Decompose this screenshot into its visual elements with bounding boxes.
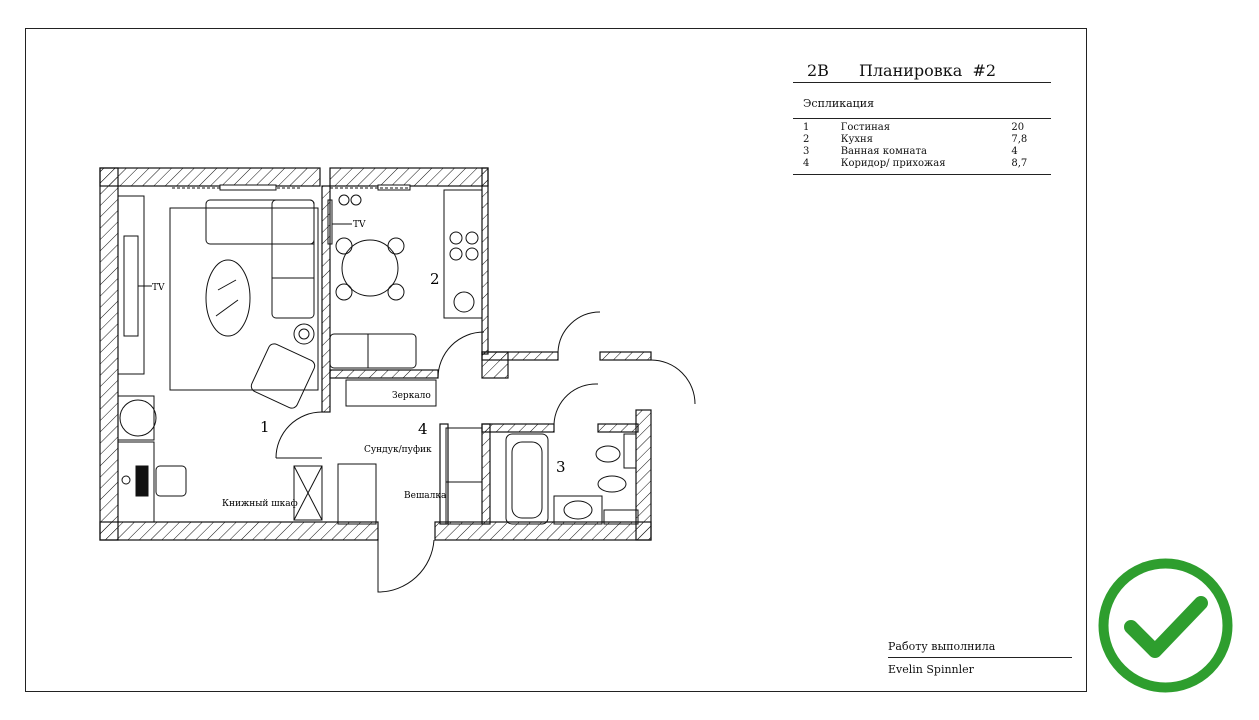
label-tv-left: TV [152, 283, 165, 293]
explication-row: 1 Гостиная 20 [803, 122, 1025, 133]
room-number-4: 4 [418, 420, 428, 438]
signature-line [888, 657, 1072, 658]
title-row: 2В Планировка #2 [793, 58, 1051, 80]
living-room-furniture [117, 195, 323, 523]
signature-author: Evelin Spinnler [888, 663, 974, 676]
signature-label: Работу выполнила [888, 640, 996, 653]
title-underline [793, 82, 1051, 83]
signature-block: Работу выполнила Evelin Spinnler [888, 640, 1072, 676]
label-chest: Сундук/пуфик [364, 445, 432, 455]
room-number-3: 3 [556, 458, 566, 476]
label-mirror: Зеркало [392, 391, 431, 401]
windows [172, 184, 411, 191]
explication-row: 4 Коридор/ прихожая 8,7 [803, 158, 1028, 169]
plan-code: 2В [807, 61, 829, 80]
label-bookcase: Книжный шкаф [222, 499, 298, 509]
explication-label: Эспликация [803, 97, 875, 110]
kitchen-furniture [327, 189, 483, 407]
explication-table: 1 Гостиная 20 2 Кухня 7,8 3 Ванная комна… [793, 118, 1051, 175]
label-hanger: Вешалка [404, 491, 447, 501]
drawing-sheet-frame [25, 28, 1087, 692]
title-block: 2В Планировка #2 Эспликация 1 Гостиная 2… [793, 58, 1051, 175]
explication-row: 2 Кухня 7,8 [803, 134, 1028, 145]
checkmark-icon [1098, 558, 1233, 693]
label-tv-kitchen: TV [353, 220, 366, 230]
hallway-furniture [337, 427, 483, 525]
doors [275, 311, 696, 593]
bathroom-fixtures [505, 433, 639, 525]
plan-title: Планировка #2 [858, 61, 997, 80]
room-number-1: 1 [260, 418, 270, 436]
explication-row: 3 Ванная комната 4 [803, 146, 1018, 157]
room-number-2: 2 [430, 270, 440, 288]
walls [99, 167, 652, 541]
